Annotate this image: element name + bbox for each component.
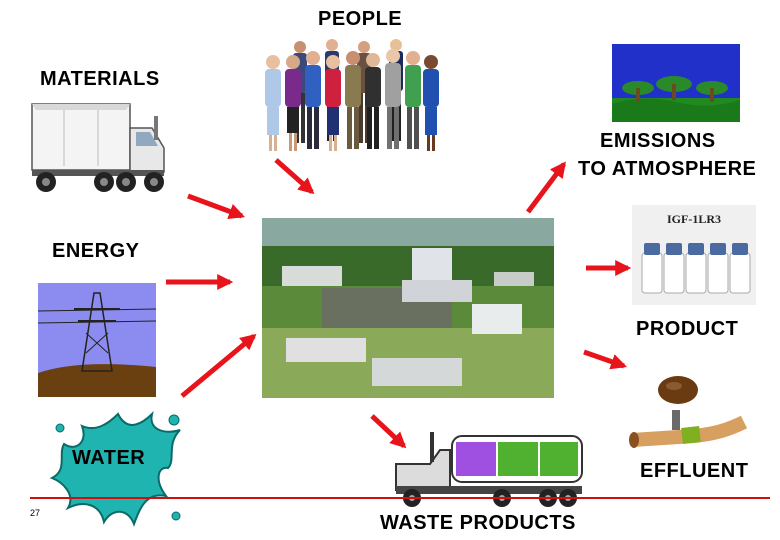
people-label: PEOPLE <box>318 8 403 30</box>
waste-arrow <box>370 414 407 449</box>
emissions-label-line2: TO ATMOSPHERE <box>578 158 757 180</box>
water-arrow <box>180 333 257 398</box>
emissions-label-line1: EMISSIONS <box>600 130 716 152</box>
vials-photo: IGF-1LR3 <box>632 205 756 305</box>
water-label: WATER <box>72 447 146 469</box>
pipe-icon <box>629 376 748 448</box>
waste-products-label: WASTE PRODUCTS <box>380 512 576 534</box>
landscape-icon <box>612 44 740 122</box>
people-arrow <box>274 158 315 195</box>
effluent-arrow <box>583 349 628 370</box>
materials-arrow <box>187 193 246 220</box>
product-label: PRODUCT <box>636 318 739 340</box>
power-tower-icon <box>38 283 156 397</box>
truck-icon <box>31 103 165 192</box>
factory-photo <box>262 218 554 398</box>
people-group-icon <box>265 39 439 151</box>
materials-label: MATERIALS <box>40 68 160 90</box>
bottom-rule <box>30 497 770 499</box>
splash-icon <box>49 410 181 527</box>
energy-label: ENERGY <box>52 240 140 262</box>
emissions-arrow <box>526 161 566 214</box>
page-number: 27 <box>30 508 41 518</box>
vial-label-text: IGF-1LR3 <box>667 212 721 226</box>
effluent-label: EFFLUENT <box>640 460 749 482</box>
